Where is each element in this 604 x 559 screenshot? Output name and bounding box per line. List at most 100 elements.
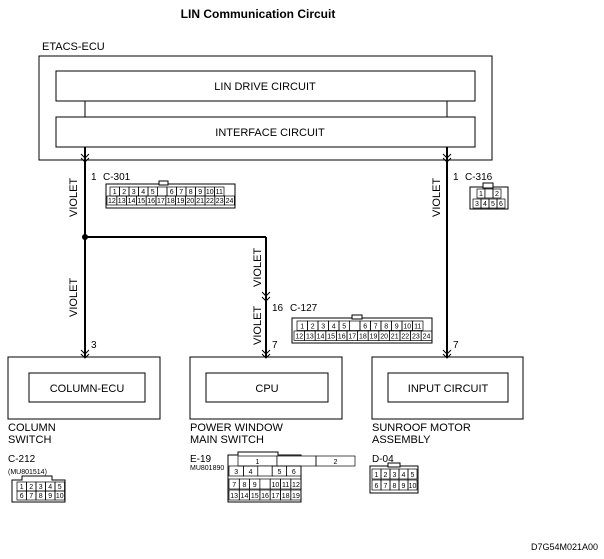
pin-number: 6: [363, 324, 367, 331]
pin-number: 9: [253, 482, 257, 489]
pin-number: 8: [39, 493, 43, 500]
pin-number: 13: [118, 198, 126, 205]
pin-number: 22: [401, 334, 409, 341]
etacs-ecu-box: [38, 55, 493, 161]
power-window-name-1: POWER WINDOW: [190, 422, 283, 434]
pin-number: 1: [479, 191, 483, 198]
pin-number: 5: [277, 469, 281, 476]
connector-c301-label: C-301: [103, 172, 131, 183]
wire-color-left-top: VIOLET: [68, 178, 80, 217]
pin-number: 13: [230, 493, 238, 500]
pin-number: 17: [157, 198, 165, 205]
pin-number: 7: [374, 324, 378, 331]
pin-number: 19: [177, 198, 185, 205]
pin-number: 2: [122, 189, 126, 196]
pin-number: 2: [311, 324, 315, 331]
chevron-sunroof: [442, 349, 452, 355]
pin-number: 24: [226, 198, 234, 205]
pin-number: 10: [271, 482, 279, 489]
pin-number: 1: [375, 472, 379, 479]
pin-number: 21: [196, 198, 204, 205]
pin-number: 10: [409, 483, 417, 490]
violet-wires: [84, 147, 448, 358]
wire-color-middle-top: VIOLET: [252, 248, 264, 287]
pin-number: 7: [179, 189, 183, 196]
pin-number: 11: [282, 482, 289, 489]
pin-number: 9: [48, 493, 52, 500]
pin-number: 17: [271, 493, 279, 500]
pin-number: 4: [141, 189, 145, 196]
pin-number: 18: [282, 493, 290, 500]
pin-cell: [484, 188, 494, 199]
pin-number: 2: [495, 191, 499, 198]
column-switch-name-2: SWITCH: [8, 434, 51, 446]
pin-number: 23: [216, 198, 224, 205]
pin-cell: [349, 320, 361, 331]
sunroof-module: INPUT CIRCUIT: [371, 356, 524, 420]
pin-cell: [492, 188, 502, 199]
pin-number: 4: [402, 472, 406, 479]
pin-number: 6: [20, 493, 24, 500]
pin-number: 10: [56, 493, 64, 500]
pin-number: 15: [137, 198, 145, 205]
pin-number: 2: [334, 459, 338, 466]
cpu-box: [205, 372, 329, 403]
column-switch-name-1: COLUMN: [8, 422, 56, 434]
pin-number: 2: [29, 484, 33, 491]
pin-number: 15: [327, 334, 335, 341]
pin-number: 19: [292, 493, 300, 500]
pin-number: 3: [393, 472, 397, 479]
wire-color-right: VIOLET: [431, 178, 443, 217]
pin-number: 6: [170, 189, 174, 196]
pin-number: 11: [216, 189, 223, 196]
pin-number: 6: [375, 483, 379, 490]
pin-number: 14: [128, 198, 136, 205]
pin-number: 4: [483, 201, 487, 208]
pin-number: 18: [167, 198, 175, 205]
chevron-c316: [442, 153, 452, 159]
pin-cell: [290, 478, 302, 490]
pin-cell: [407, 479, 418, 491]
pin-number: 2: [384, 472, 388, 479]
pin-number: 12: [292, 482, 300, 489]
pin-number: 20: [380, 334, 388, 341]
pin-number: 18: [359, 334, 367, 341]
pin-cell: [257, 465, 273, 477]
cpu-label: CPU: [255, 383, 278, 395]
pin-number: 21: [391, 334, 399, 341]
pin-left-top: 1: [91, 172, 97, 183]
pin-number: 16: [338, 334, 346, 341]
sunroof-name-2: ASSEMBLY: [372, 434, 431, 446]
lin-drive-circuit-box: [55, 70, 476, 102]
etacs-ecu-label: ETACS-ECU: [42, 41, 105, 53]
connector-c212-label: C-212: [8, 454, 36, 465]
power-window-name-2: MAIN SWITCH: [190, 434, 264, 446]
pin-number: 9: [402, 483, 406, 490]
pin-cell: [286, 465, 302, 477]
pin-number: 7: [232, 482, 236, 489]
pin-number: 20: [186, 198, 194, 205]
pin-number: 5: [342, 324, 346, 331]
pin-left-bottom: 3: [91, 340, 97, 351]
pin-number: 3: [39, 484, 43, 491]
connector-d04-label: D-04: [372, 454, 394, 465]
pin-right-bottom: 7: [453, 340, 459, 351]
pin-number: 16: [261, 493, 269, 500]
pin-cell: [276, 455, 317, 467]
pin-number: 17: [348, 334, 356, 341]
pin-number: 14: [241, 493, 249, 500]
pin-cell: [315, 455, 356, 467]
interface-circuit-label: INTERFACE CIRCUIT: [215, 127, 325, 139]
pin-number: 3: [132, 189, 136, 196]
input-circuit-label: INPUT CIRCUIT: [408, 383, 489, 395]
pin-number: 8: [384, 324, 388, 331]
pin-number: 24: [423, 334, 431, 341]
pin-number: 5: [58, 484, 62, 491]
pin-number: 1: [20, 484, 24, 491]
pin-number: 1: [256, 459, 260, 466]
pin-cell: [259, 478, 271, 490]
